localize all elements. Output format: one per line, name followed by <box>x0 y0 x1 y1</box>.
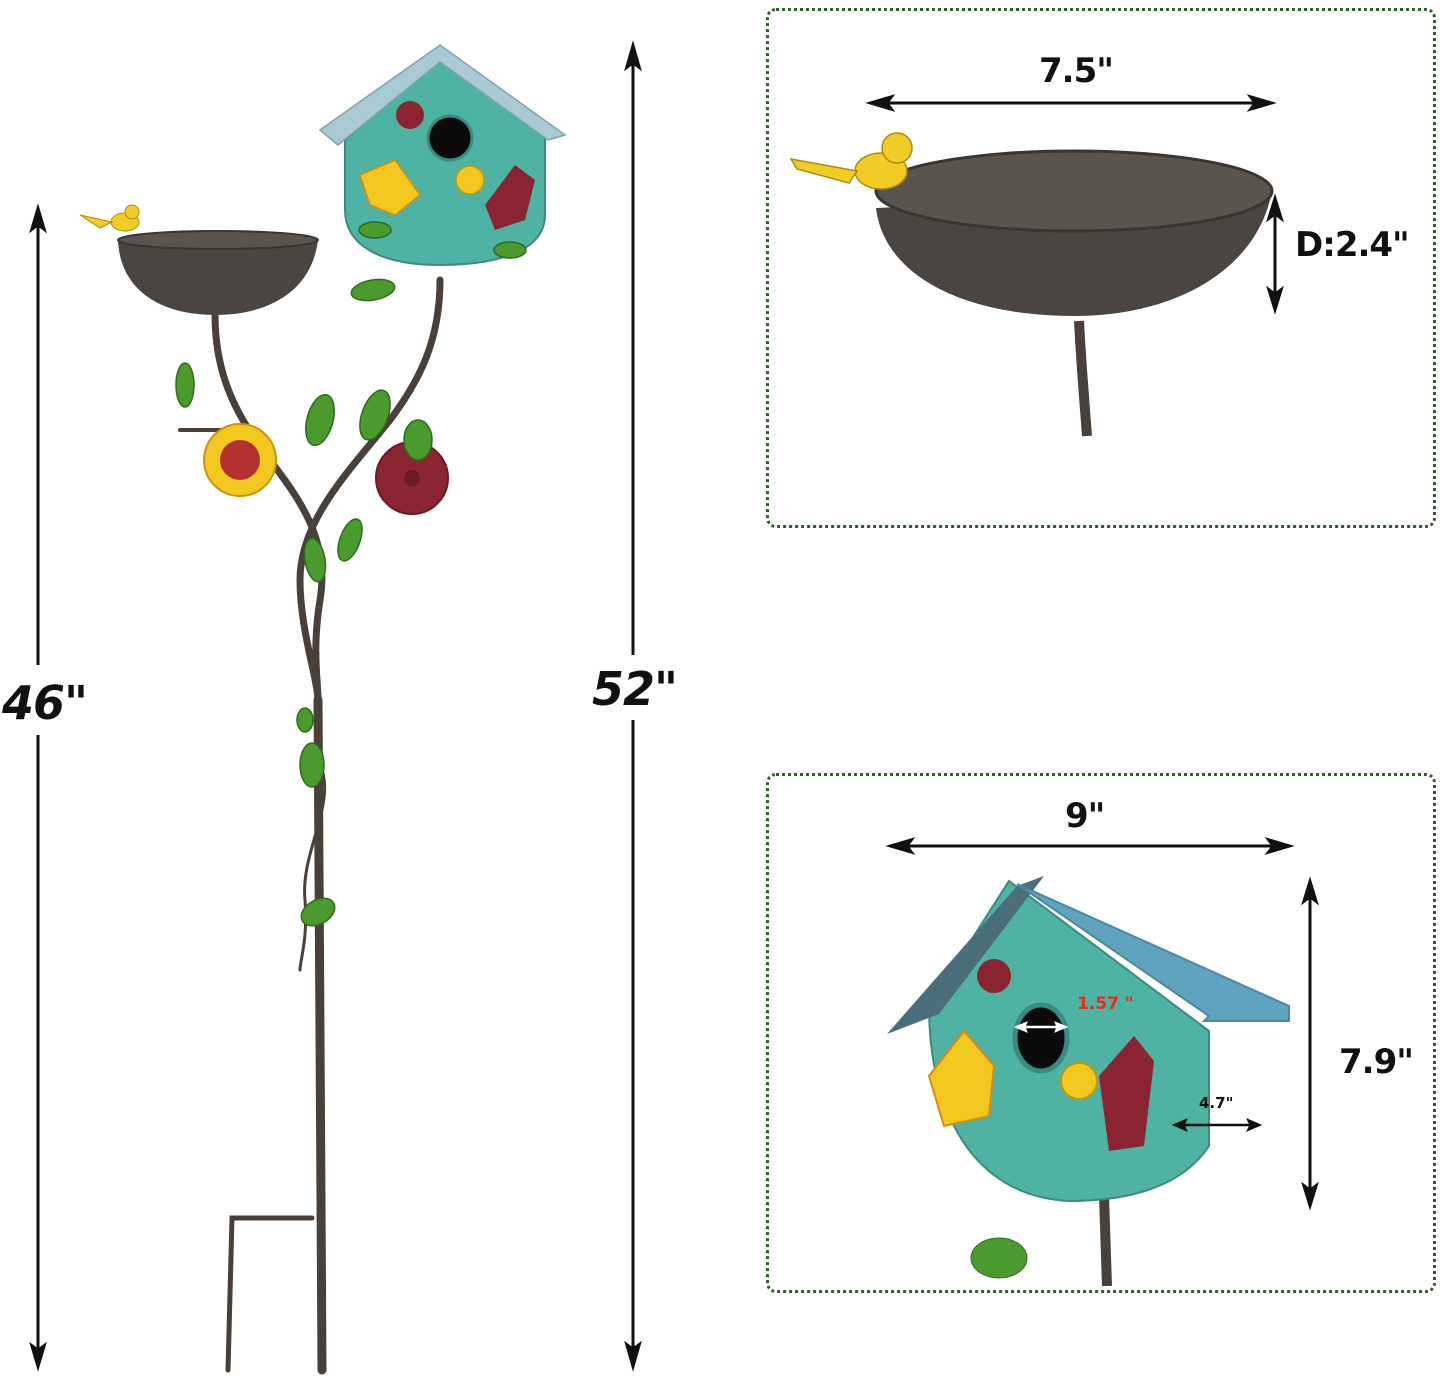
red-flower-icon <box>977 959 1011 993</box>
bowl-illustration <box>789 94 1284 437</box>
yellow-bird-icon <box>79 204 140 232</box>
side-depth-label: 4.7" <box>1199 1094 1234 1112</box>
total-height-label: 52" <box>592 662 678 716</box>
bath-height-arrow-icon <box>29 203 47 1372</box>
birdhouse <box>318 44 567 267</box>
birdhouse-height-label: 7.9" <box>1339 1042 1414 1082</box>
leaf-icon <box>970 1237 1028 1279</box>
entrance-hole-label: 1.57 " <box>1077 994 1134 1014</box>
birdhouse-width-arrow-icon <box>885 837 1295 855</box>
yellow-flower-icon <box>1060 1062 1098 1100</box>
yellow-bird-icon <box>789 132 913 190</box>
side-depth-arrow-icon <box>1171 1118 1263 1132</box>
stake-stem <box>178 276 444 1375</box>
bath-height-label: 46" <box>2 676 88 730</box>
birdhouse-detail-panel: 9" 7.9" 4.7" 1.57 " <box>766 773 1436 1293</box>
bird-bath-bowl <box>117 230 319 315</box>
birdhouse-illustration <box>885 837 1319 1287</box>
total-height-arrow-icon <box>624 40 642 1372</box>
yellow-butterfly-icon <box>927 1029 996 1128</box>
product-illustration <box>29 40 642 1375</box>
bowl-stem <box>1074 320 1092 437</box>
bowl-detail-panel: 7.5" D:2.4" <box>766 8 1436 528</box>
bowl-large <box>874 149 1274 316</box>
red-butterfly-icon <box>1099 1036 1154 1151</box>
roof-left <box>887 876 1044 1034</box>
bowl-width-arrow-icon <box>865 94 1277 112</box>
main-product-figure: 46" 52" <box>0 0 720 1376</box>
bowl-depth-label: D:2.4" <box>1295 225 1410 265</box>
entrance-hole <box>1012 1002 1070 1074</box>
birdhouse-width-label: 9" <box>1065 796 1105 836</box>
birdhouse-height-arrow-icon <box>1301 876 1319 1211</box>
hole-width-arrow-icon <box>1013 1021 1069 1033</box>
red-flower-icon <box>375 441 449 515</box>
bowl-width-label: 7.5" <box>1039 51 1114 91</box>
yellow-flower-icon <box>203 423 277 497</box>
birdhouse-pole <box>1099 1195 1112 1287</box>
leaf-icons <box>175 221 527 927</box>
bowl-depth-arrow-icon <box>1266 193 1284 315</box>
roof-right <box>1016 883 1290 1022</box>
